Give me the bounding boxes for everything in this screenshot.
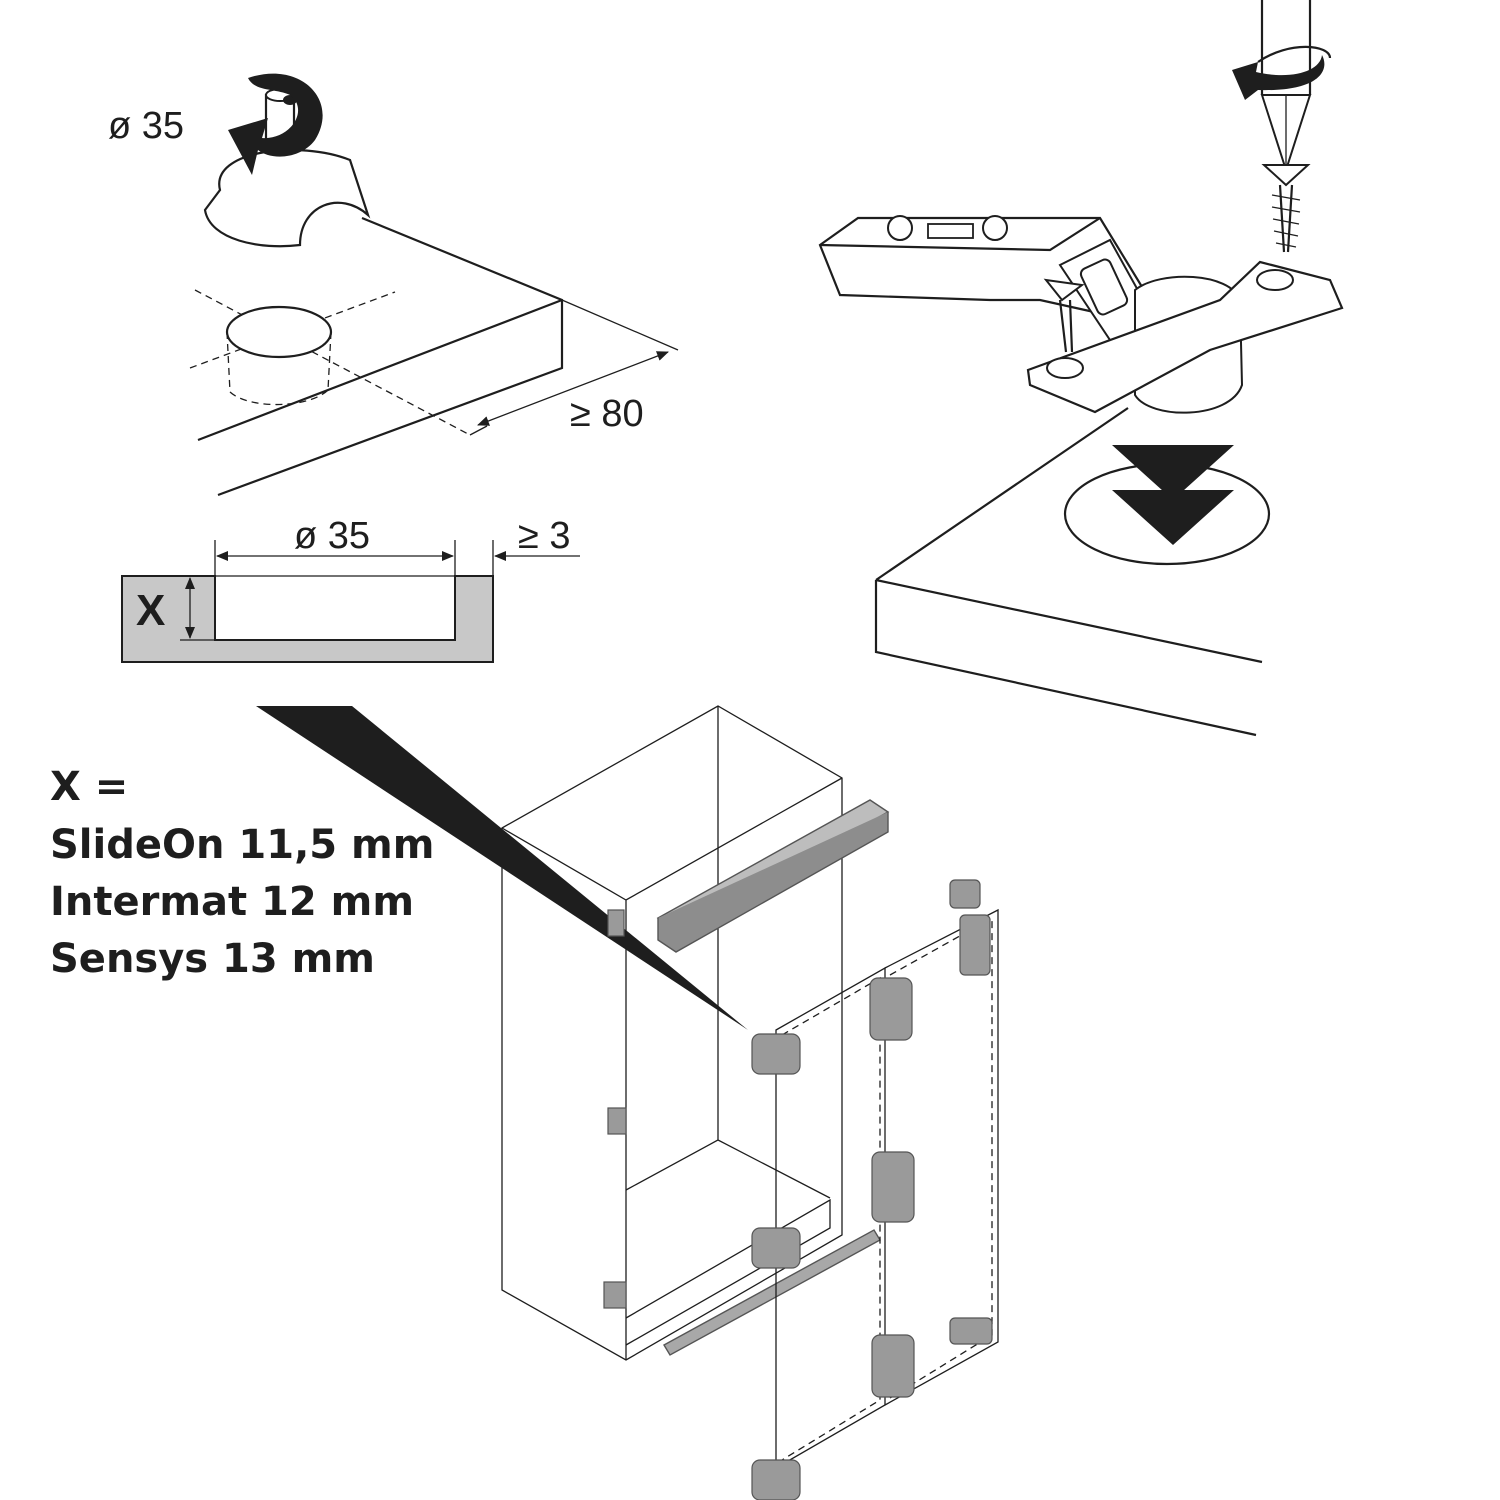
edge-distance-label: ≥ 80	[570, 393, 644, 435]
cup-hole-icon	[225, 305, 333, 406]
hinge-cabinet-mid-icon	[607, 1107, 627, 1135]
top-guide-icon	[949, 879, 991, 976]
hinge-top-left-icon	[751, 1033, 801, 1075]
top-rail-icon	[656, 799, 890, 953]
hole-section-view: ø 35 ≥ 3 X	[121, 515, 580, 663]
hinge-cabinet-bottom-icon	[603, 1281, 627, 1309]
depth-row-slideon: SlideOn 11,5 mm	[50, 822, 434, 868]
hinge-bottom-left-icon	[751, 1459, 801, 1500]
depth-symbol: X	[136, 586, 165, 635]
bifold-hinge-mid-icon	[871, 1151, 915, 1223]
bifold-hinge-top-icon	[869, 977, 913, 1041]
section-diameter-label: ø 35	[294, 515, 370, 557]
drilling-step: ø 35 ≥ 80	[108, 73, 679, 497]
depth-row-intermat: Intermat 12 mm	[50, 879, 414, 925]
press-down-arrow-icon	[1112, 445, 1234, 545]
bifold-hinge-bottom-icon	[871, 1334, 915, 1398]
rotation-arrow-icon	[1232, 45, 1332, 100]
bottom-guide-icon	[949, 1317, 993, 1345]
rotation-arrow-icon	[203, 73, 371, 248]
depth-table-heading: X =	[50, 764, 128, 810]
hinge-insertion-step	[818, 0, 1344, 737]
hinge-cabinet-top-icon	[607, 909, 625, 937]
hinge-icon	[818, 215, 1344, 414]
cabinet-assembly	[501, 705, 999, 1500]
depth-table: X = SlideOn 11,5 mm Intermat 12 mm Sensy…	[50, 764, 434, 982]
drill-diameter-label: ø 35	[108, 105, 184, 147]
section-edge-label: ≥ 3	[518, 515, 571, 557]
depth-row-sensys: Sensys 13 mm	[50, 936, 375, 982]
hinge-mid-left-icon	[751, 1227, 801, 1269]
screw-icon	[1261, 164, 1311, 253]
